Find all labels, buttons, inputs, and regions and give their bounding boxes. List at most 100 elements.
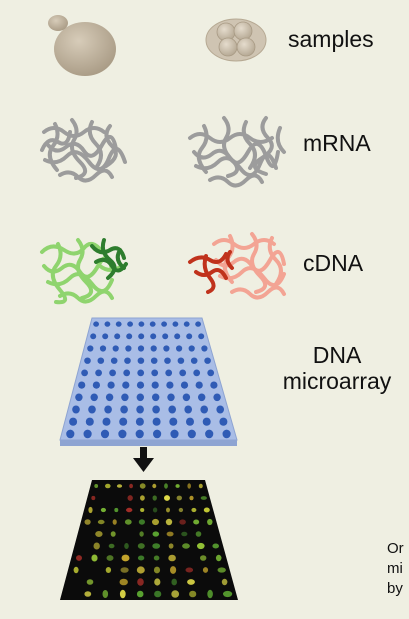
scanned-spot [124, 519, 132, 525]
cdna-green-icon [40, 238, 128, 305]
microarray-spot [222, 429, 231, 439]
scanned-spot [93, 542, 100, 550]
microarray-spot [150, 333, 157, 340]
microarray-spot [72, 405, 80, 414]
microarray-spot [136, 381, 145, 389]
scanned-spot [152, 483, 157, 489]
scanned-spot [105, 567, 112, 573]
scanned-spot [152, 507, 158, 513]
label-cdna: cDNA [303, 250, 364, 276]
microarray-spot [200, 405, 208, 414]
microarray-spot [186, 417, 194, 426]
microarray-spot [179, 369, 187, 377]
caption-line-3: by [387, 580, 403, 597]
microarray-spot [104, 405, 112, 414]
microarray-spot [151, 381, 159, 389]
microarray-spot [152, 405, 160, 414]
scanned-spot [106, 555, 114, 561]
microarray-spot [118, 429, 127, 439]
scanned-spot [84, 519, 91, 525]
microarray-spot [219, 417, 228, 426]
microarray-spot [184, 405, 192, 414]
scanned-spot [140, 495, 145, 501]
scanned-spot [152, 543, 161, 549]
scanned-spot [212, 543, 219, 549]
scanned-spot [97, 519, 105, 525]
microarray-spot [163, 345, 170, 352]
scanned-spot [207, 589, 213, 599]
scanned-spot [171, 578, 177, 586]
scanned-spot [197, 542, 205, 550]
label-microarray: DNA microarray [266, 342, 408, 395]
microarray-spot [177, 357, 185, 364]
caption-line-1: Or [387, 540, 404, 557]
microarray-spot [180, 381, 189, 389]
scanned-spot [152, 518, 159, 526]
microarray-spot [84, 357, 91, 364]
microarray-spot [210, 381, 218, 389]
scanned-spot [195, 531, 202, 537]
microarray-plate-icon [59, 317, 238, 446]
scanned-spot [181, 531, 188, 537]
scanned-spot [200, 555, 207, 561]
scanned-spot [217, 567, 226, 573]
scanned-spot [168, 554, 176, 562]
microarray-spot [109, 369, 116, 377]
down-arrow-icon [133, 447, 154, 472]
microarray-spot [161, 321, 168, 327]
scanned-spot [120, 567, 129, 573]
scanned-spot [165, 518, 173, 526]
microarray-spot [207, 369, 215, 377]
scanned-spot [76, 555, 82, 561]
scanned-spot [139, 531, 144, 537]
microarray-spot [66, 429, 75, 439]
caption-fragment: Or mi by [387, 539, 404, 599]
scanned-spot [127, 495, 133, 501]
cell-cluster-icon [205, 18, 267, 62]
scanned-spot [191, 507, 197, 513]
microarray-spot [137, 357, 145, 364]
scanned-spot [88, 506, 93, 514]
microarray-spot [92, 381, 100, 389]
microarray-spot [151, 369, 159, 377]
scanned-spot [94, 484, 99, 488]
scanned-spot [152, 531, 160, 537]
microarray-spot [88, 405, 96, 414]
microarray-spot [102, 417, 111, 426]
microarray-spot [124, 357, 131, 364]
scanned-spot [137, 543, 145, 549]
microarray-spot [172, 321, 179, 327]
scanned-spot [176, 495, 182, 501]
microarray-spot [102, 333, 109, 340]
microarray-spot [121, 393, 129, 402]
scanned-spot [166, 507, 170, 513]
scanned-spot [137, 578, 144, 586]
microarray-spot [104, 321, 111, 327]
microarray-spot [136, 393, 144, 402]
microarray-spot [204, 357, 211, 364]
scanned-spot [152, 495, 157, 501]
microarray-spot [90, 333, 97, 340]
scanned-spot [140, 508, 145, 512]
microarray-spot [137, 369, 145, 377]
microarray-spot [216, 405, 224, 414]
microarray-spot [114, 333, 121, 340]
microarray-spot [150, 345, 157, 352]
microarray-spot [152, 393, 160, 402]
microarray-spot [165, 369, 173, 377]
microarray-spot [168, 405, 176, 414]
scanned-spot [187, 579, 195, 585]
microarray-spot [90, 393, 98, 402]
microarray-spot [166, 381, 174, 389]
scanned-spot [164, 483, 168, 489]
label-samples: samples [288, 26, 374, 52]
cdna-red-icon [188, 232, 286, 300]
scanned-spot [215, 554, 222, 562]
scanned-spot [189, 590, 197, 598]
microarray-spot [95, 369, 102, 377]
caption-line-2: mi [387, 560, 403, 577]
scanned-spot [202, 567, 209, 573]
scanned-spot [223, 590, 233, 598]
microarray-spot [150, 357, 158, 364]
scanned-spot [182, 543, 190, 549]
